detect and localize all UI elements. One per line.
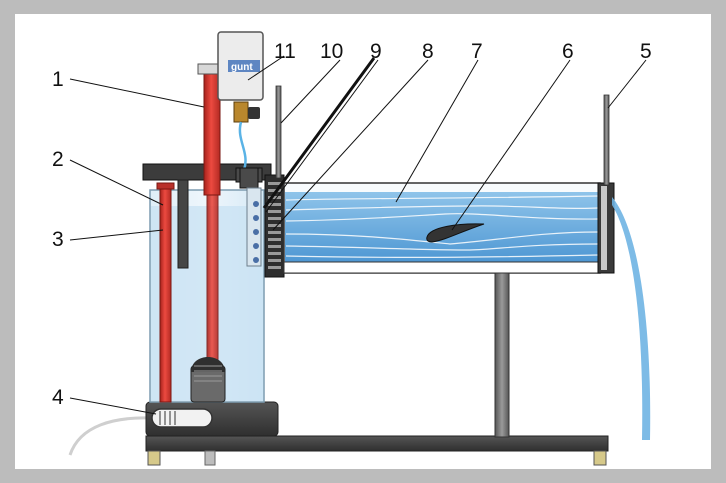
airfoil-model xyxy=(426,223,485,243)
callout-4: 4 xyxy=(52,386,64,409)
callout-8: 8 xyxy=(422,40,434,63)
callout-5: 5 xyxy=(640,40,652,63)
callout-7: 7 xyxy=(471,40,483,63)
outflow-jet xyxy=(612,197,651,440)
inlet-weir-rod xyxy=(275,85,282,179)
dye-valve-body xyxy=(233,101,249,123)
streamlines xyxy=(285,195,599,258)
channel-support xyxy=(494,272,510,438)
connector-ribs xyxy=(159,411,176,425)
probe-rake xyxy=(246,187,262,267)
callout-9: 9 xyxy=(370,40,382,63)
dye-valve-knob xyxy=(248,107,260,119)
pump-connector xyxy=(151,408,213,428)
dye-tube xyxy=(238,121,247,171)
callout-6: 6 xyxy=(562,40,574,63)
drain-stub xyxy=(204,450,216,466)
probe-nozzles xyxy=(253,201,259,263)
foot-left xyxy=(147,450,161,466)
channel-floor xyxy=(283,261,601,274)
straightener-slots xyxy=(268,182,281,269)
callout-2: 2 xyxy=(52,148,64,171)
probe-holder xyxy=(239,167,259,189)
overflow-pipe-cap xyxy=(156,182,175,190)
base-rail xyxy=(145,435,609,452)
outlet-inner xyxy=(601,186,607,270)
supply-pipe-lower xyxy=(206,194,219,368)
callout-11: 11 xyxy=(274,40,296,63)
leader-lines xyxy=(69,55,647,415)
level-rod xyxy=(177,179,189,269)
overflow-pipe xyxy=(159,185,172,403)
foot-right xyxy=(593,450,607,466)
power-cable xyxy=(68,416,151,456)
leader-9-thick xyxy=(262,57,376,209)
brand-plate xyxy=(228,60,260,72)
brand-text: gunt xyxy=(231,62,253,73)
callout-1: 1 xyxy=(52,68,64,91)
callout-10: 10 xyxy=(320,40,343,63)
pump-head xyxy=(191,357,225,372)
callout-3: 3 xyxy=(52,228,64,251)
outlet-weir-rod xyxy=(603,94,610,186)
pump-grille xyxy=(194,365,222,382)
